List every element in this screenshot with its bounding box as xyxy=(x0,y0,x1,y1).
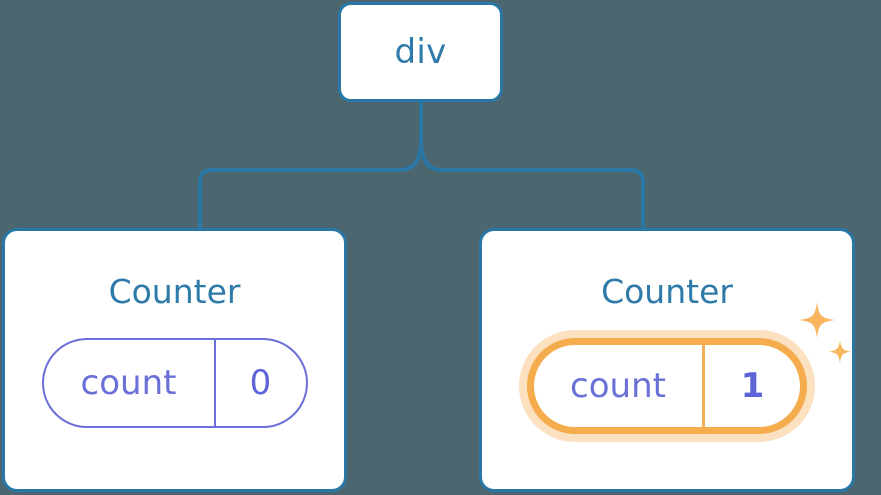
state-pill-right-highlighted[interactable]: count 1 xyxy=(527,338,807,434)
sparkle-icon xyxy=(799,302,851,363)
state-key-left: count xyxy=(44,340,216,426)
node-counter-right[interactable]: Counter count 1 xyxy=(479,228,855,492)
node-counter-left[interactable]: Counter count 0 xyxy=(2,228,347,492)
sparkle-large-icon xyxy=(799,302,835,338)
state-pill-wrapper-left: count 0 xyxy=(41,338,308,428)
node-counter-right-label: Counter xyxy=(601,272,733,311)
edge-to-counter-right xyxy=(419,139,645,228)
node-div[interactable]: div xyxy=(338,2,503,102)
node-counter-left-label: Counter xyxy=(108,272,241,311)
sparkle-small-icon xyxy=(829,340,851,363)
state-value-right: 1 xyxy=(740,366,765,406)
state-pill-left[interactable]: count 0 xyxy=(41,338,308,428)
state-value-left: 0 xyxy=(249,363,272,403)
edge-to-counter-left xyxy=(198,139,423,228)
state-pill-wrapper-right: count 1 xyxy=(527,302,851,434)
state-key-right: count xyxy=(534,345,705,427)
node-div-label: div xyxy=(394,32,447,72)
